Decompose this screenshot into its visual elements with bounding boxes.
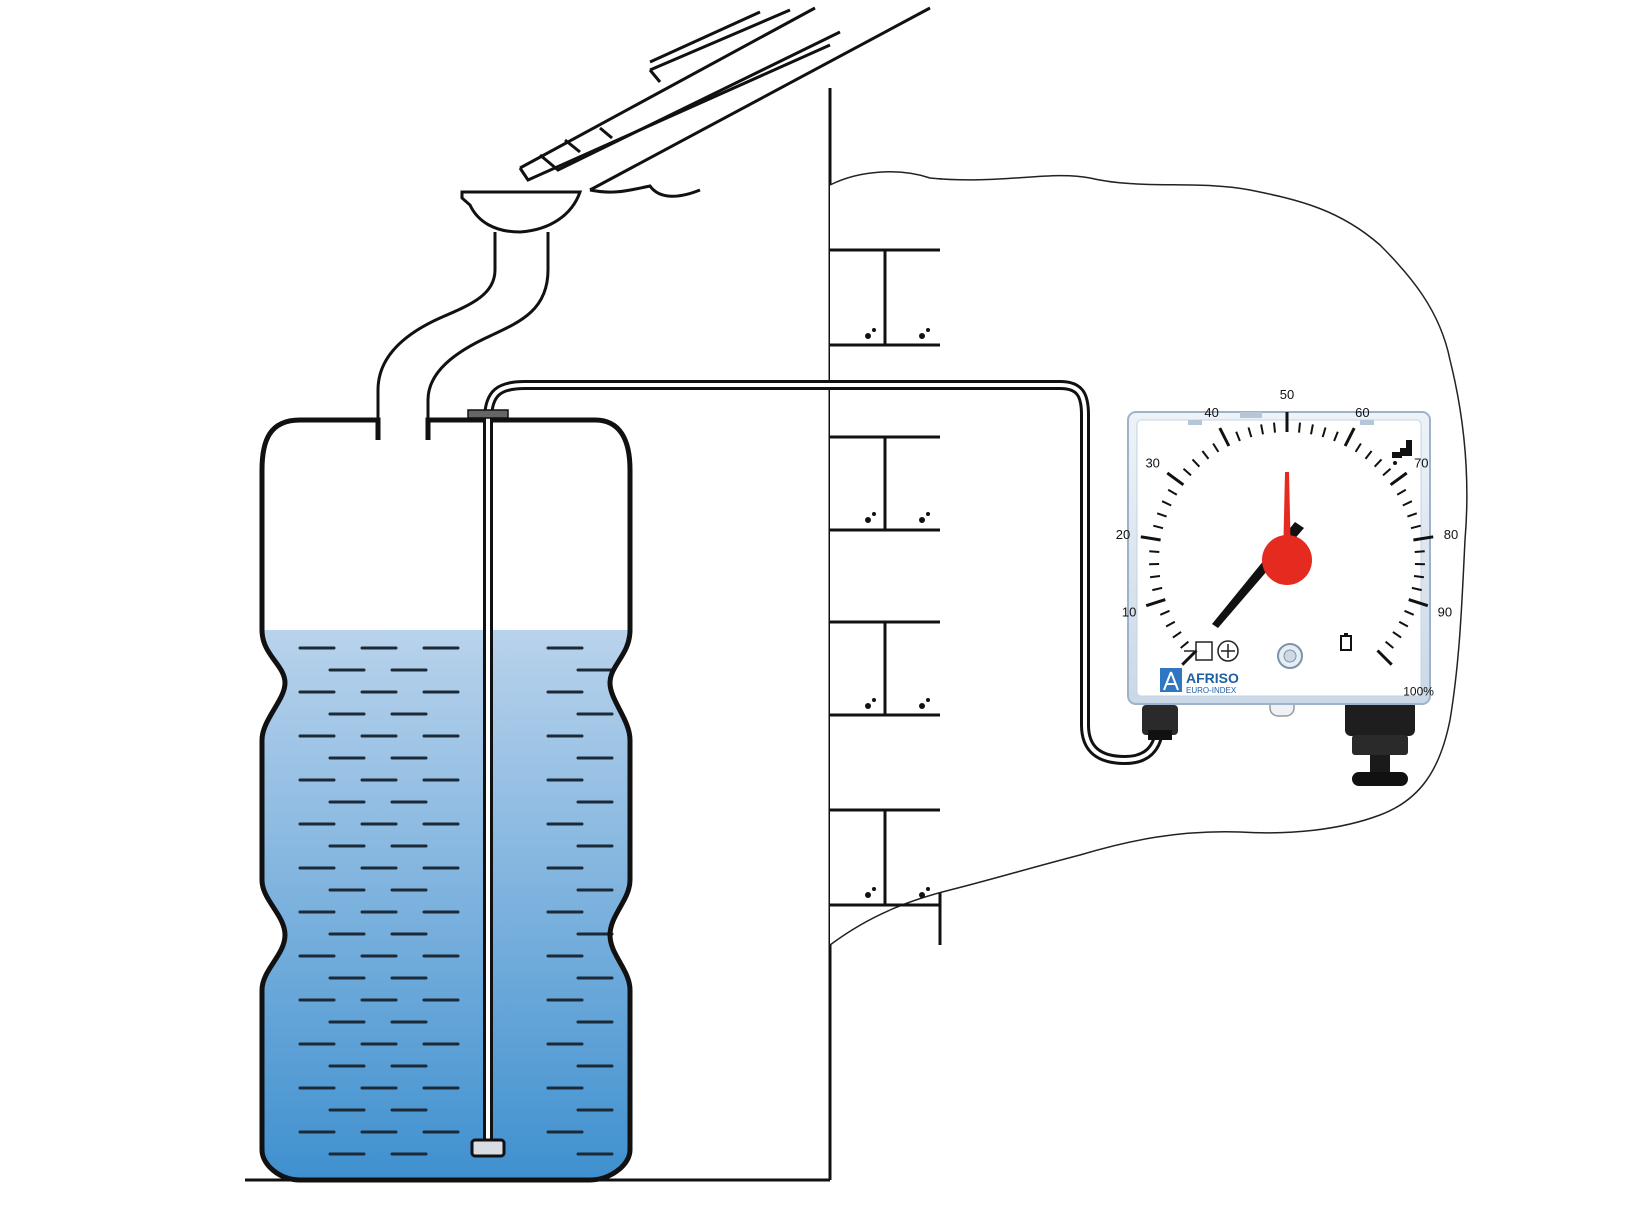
- dial-minor-tick: [1149, 551, 1159, 552]
- dial-label-max: 100%: [1403, 684, 1434, 698]
- water-fill: [262, 630, 630, 1180]
- dial-label: 90: [1438, 604, 1452, 619]
- needle-hub: [1262, 535, 1312, 585]
- dial-label: 50: [1280, 387, 1294, 402]
- dial-minor-tick: [1299, 423, 1300, 433]
- dial-label: 40: [1204, 405, 1218, 420]
- dial-minor-tick: [1150, 576, 1160, 577]
- brand-subtitle: EURO-INDEX: [1186, 686, 1237, 695]
- downpipe: [378, 232, 548, 440]
- pump-knob[interactable]: [1345, 700, 1415, 786]
- dial-minor-tick: [1415, 551, 1425, 552]
- test-button[interactable]: [1278, 644, 1302, 668]
- dial-label: 70: [1414, 455, 1428, 470]
- dial-label: 60: [1355, 405, 1369, 420]
- dial-label: 30: [1145, 455, 1159, 470]
- dip-tube-foot: [472, 1140, 504, 1156]
- dial-label: 80: [1444, 527, 1458, 542]
- roof-tiles: [520, 8, 930, 196]
- brand-logo: AFRISO EURO-INDEX: [1160, 668, 1239, 695]
- pipe-connector: [1142, 705, 1178, 740]
- dip-tube-clip: [468, 410, 508, 418]
- dial-label: 10: [1122, 604, 1136, 619]
- brand-name: AFRISO: [1186, 670, 1239, 686]
- gutter: [462, 192, 580, 232]
- dial-label: 20: [1116, 527, 1130, 542]
- dial-minor-tick: [1414, 576, 1424, 577]
- dial-minor-tick: [1274, 423, 1275, 433]
